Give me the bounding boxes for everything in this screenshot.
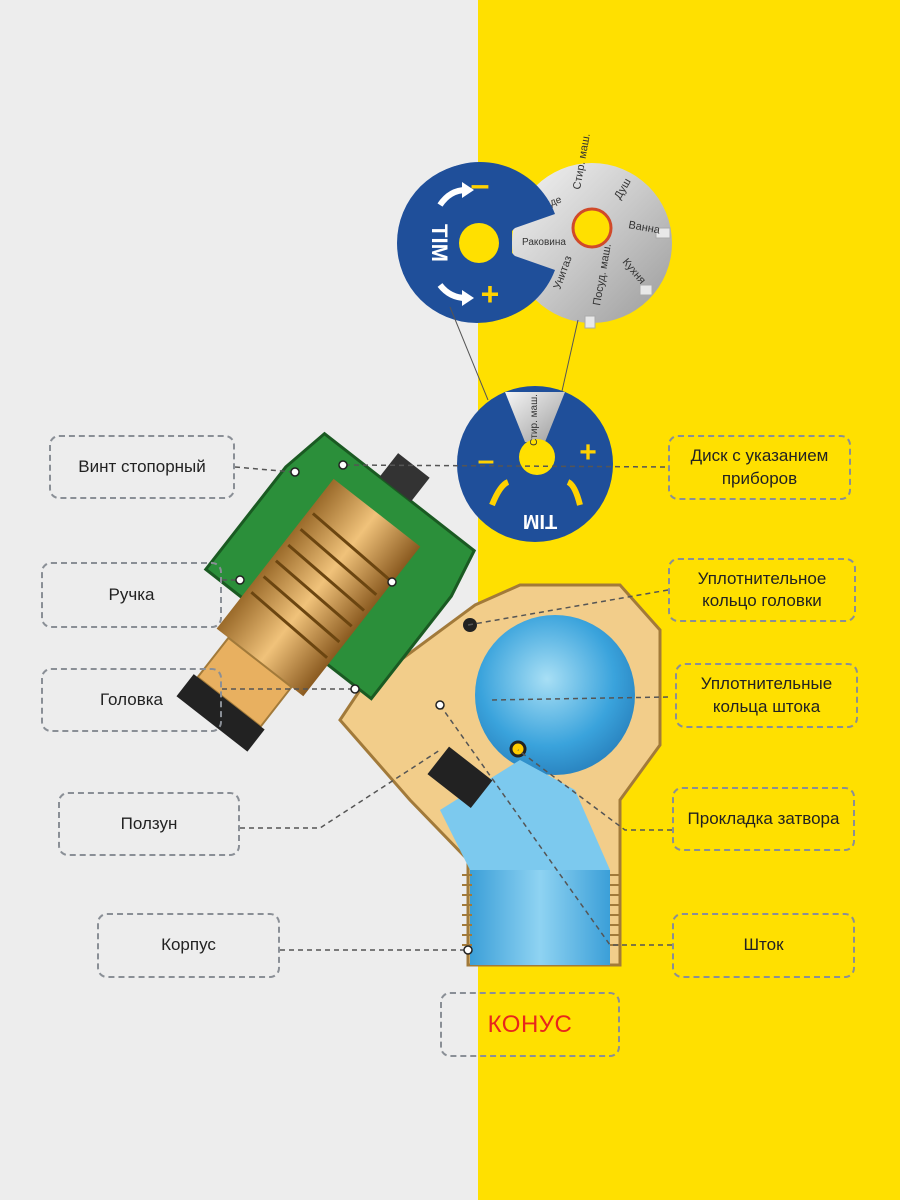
label-polzun: Ползун	[58, 792, 240, 856]
label-text: Шток	[743, 935, 784, 955]
blue-dial: TIM – +	[397, 162, 555, 323]
label-vint-stopornyi: Винт стопорный	[49, 435, 235, 499]
minus-sign: –	[478, 444, 495, 477]
minus-sign: –	[471, 166, 490, 204]
label-shtok: Шток	[672, 913, 855, 978]
label-text: Ручка	[108, 584, 155, 604]
plus-sign: +	[481, 276, 500, 312]
label-uplot-golovki: Уплотнительное кольцо головки	[668, 558, 856, 622]
dial-sector-label: Ванна	[627, 219, 661, 236]
label-golovka: Головка	[41, 668, 222, 732]
small-dial: Стир. маш. – + TIM	[457, 386, 613, 542]
label-text: Головка	[99, 689, 163, 709]
plus-sign: +	[579, 436, 597, 469]
arrow-icon	[489, 479, 510, 507]
label-konus: КОНУС	[440, 992, 620, 1057]
label-prokladka: Прокладка затвора	[672, 787, 855, 851]
label-ruchka: Ручка	[41, 562, 222, 628]
label-text: Уплотнительные кольца штока	[700, 674, 833, 716]
arrow-icon	[566, 479, 583, 506]
brand-text: TIM	[427, 224, 452, 262]
small-dial-sector: Стир. маш.	[529, 394, 540, 446]
label-text: Ползун	[120, 813, 178, 833]
label-text: КОНУС	[487, 1010, 573, 1038]
blue-dial-hole	[459, 223, 499, 263]
dial-sector-label: Раковина	[522, 237, 566, 248]
label-text: Корпус	[161, 935, 216, 955]
valve-body	[176, 431, 662, 967]
silver-dial-hole	[571, 207, 613, 249]
label-text: Диск с указанием приборов	[690, 446, 829, 488]
label-korpus: Корпус	[97, 913, 280, 978]
label-text: Уплотнительное кольцо головки	[697, 568, 827, 610]
label-text: Прокладка затвора	[687, 808, 840, 828]
silver-dial: Стир. маш. Душ Ванна Кухня Посуд. маш. У…	[512, 132, 672, 329]
leader-lines	[222, 464, 672, 951]
label-text: Винт стопорный	[78, 456, 206, 476]
label-uplot-shtoka: Уплотнительные кольца штока	[675, 663, 858, 728]
label-disk: Диск с указанием приборов	[668, 435, 851, 500]
brand-text: TIM	[523, 510, 557, 532]
